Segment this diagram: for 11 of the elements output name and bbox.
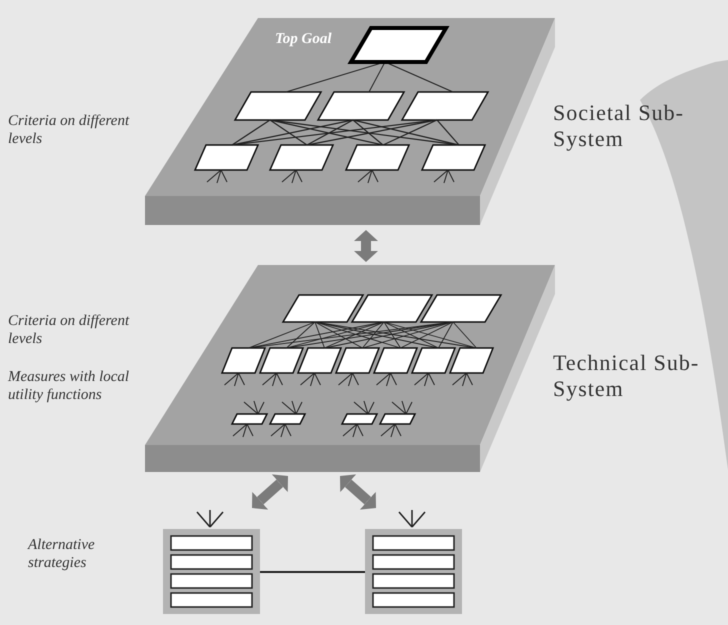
platform-title: Technical Sub-System (553, 350, 700, 402)
double-arrow (354, 230, 378, 262)
side-label: Alternative strategies (28, 536, 96, 572)
double-arrow (340, 474, 376, 510)
side-label: Criteria on different levels (8, 312, 130, 348)
double-arrow (252, 474, 288, 510)
platform-title: Societal Sub-System (553, 100, 685, 152)
goal-label: Top Goal (275, 31, 332, 48)
side-label: Criteria on different levels (8, 112, 130, 148)
side-label: Measures with local utility functions (8, 368, 130, 404)
connector-line (260, 571, 365, 573)
